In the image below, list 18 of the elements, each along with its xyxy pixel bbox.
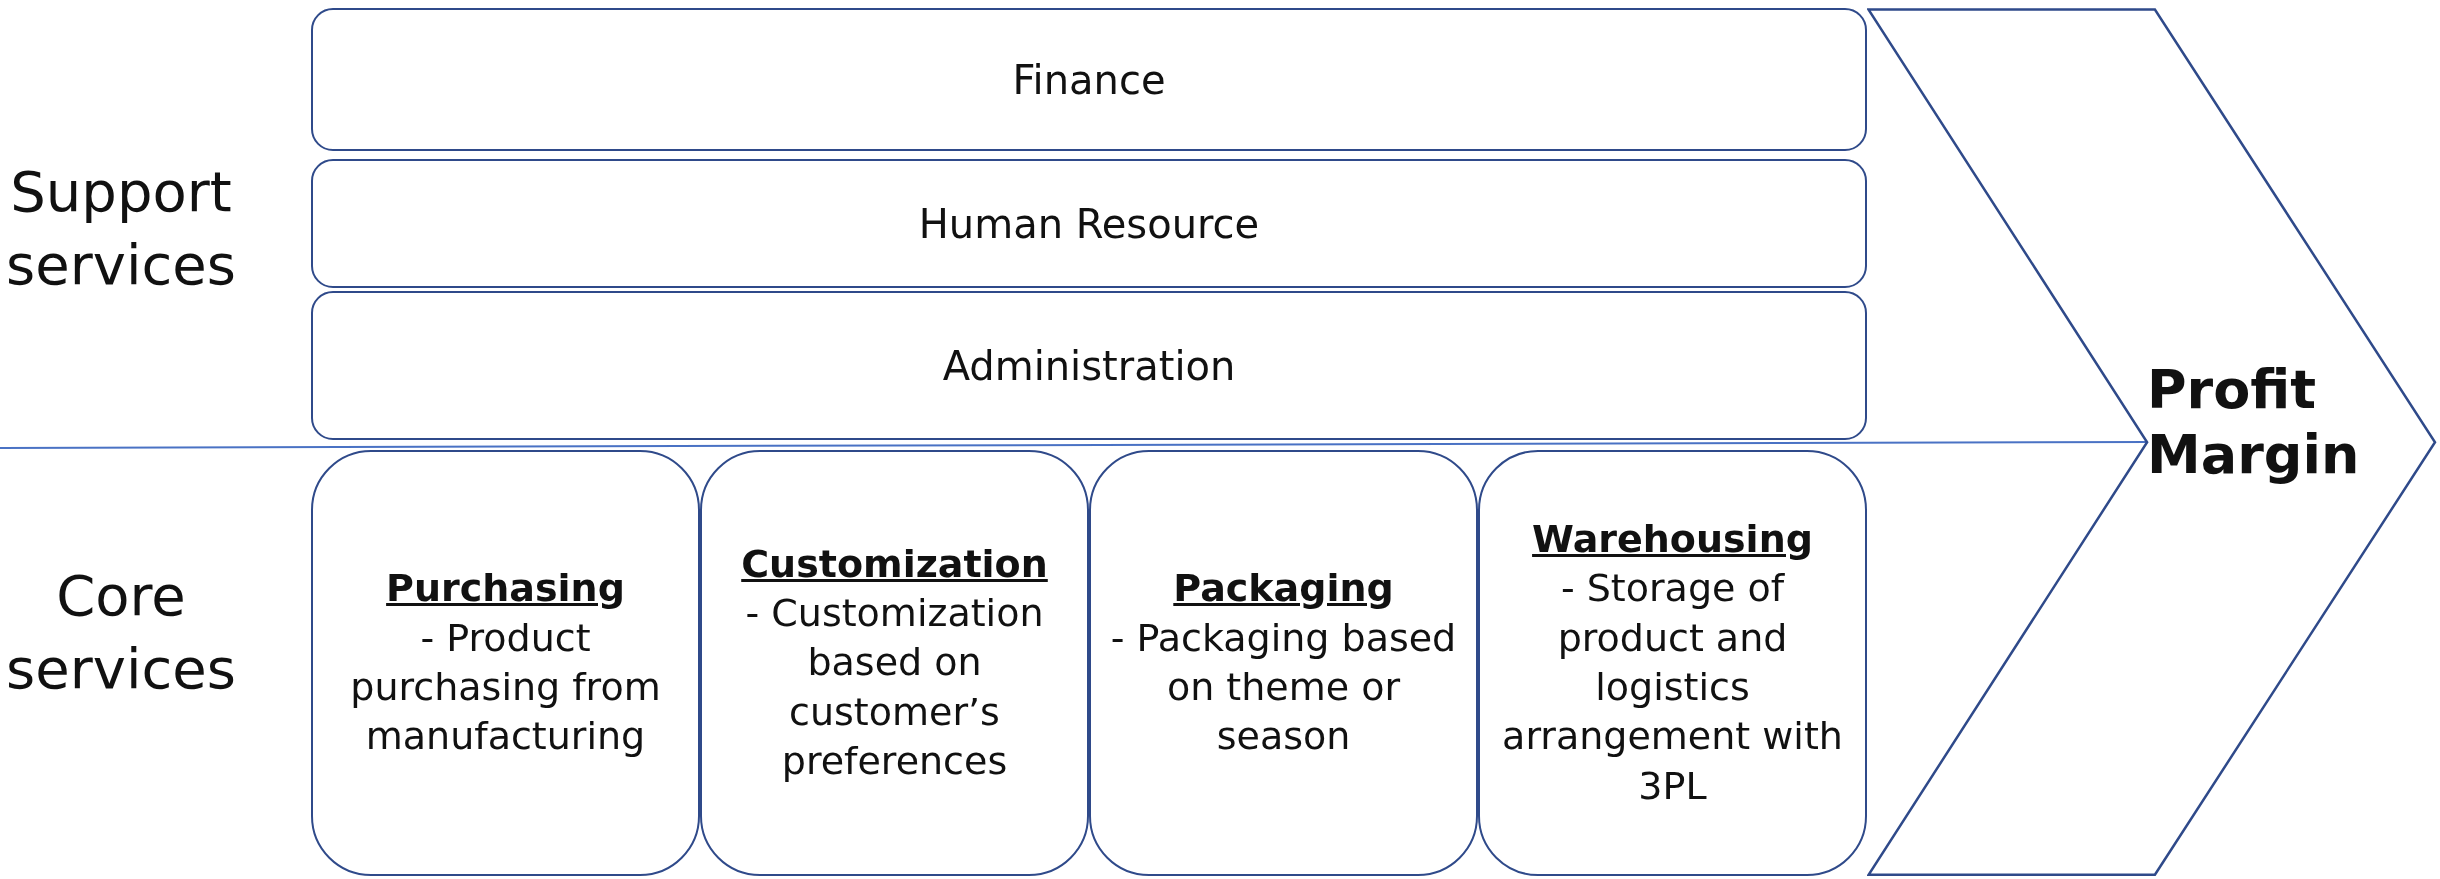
process-card — [1089, 450, 1478, 876]
card-description: - Packaging based on theme or season — [1109, 614, 1458, 761]
card-description: - Storage of product and logistics arrangement with 3PL — [1501, 565, 1844, 810]
card-heading: Purchasing — [386, 565, 625, 613]
card-description: - Customization based on customer’s preferences — [744, 589, 1045, 786]
process-card — [311, 450, 700, 876]
process-card — [1478, 450, 1867, 876]
section-label: Core services — [6, 562, 236, 703]
card-heading: Customization — [741, 540, 1048, 588]
result-label: Profit Margin — [2147, 358, 2361, 488]
process-card — [700, 450, 1089, 876]
card-description: - Product purchasing from manufacturing — [349, 614, 662, 761]
support-bar: Administration — [311, 291, 1867, 440]
support-bar: Finance — [311, 8, 1867, 151]
section-label: Support services — [6, 158, 236, 299]
support-bar: Human Resource — [311, 159, 1867, 288]
card-heading: Packaging — [1173, 565, 1394, 613]
card-heading: Warehousing — [1532, 515, 1813, 563]
